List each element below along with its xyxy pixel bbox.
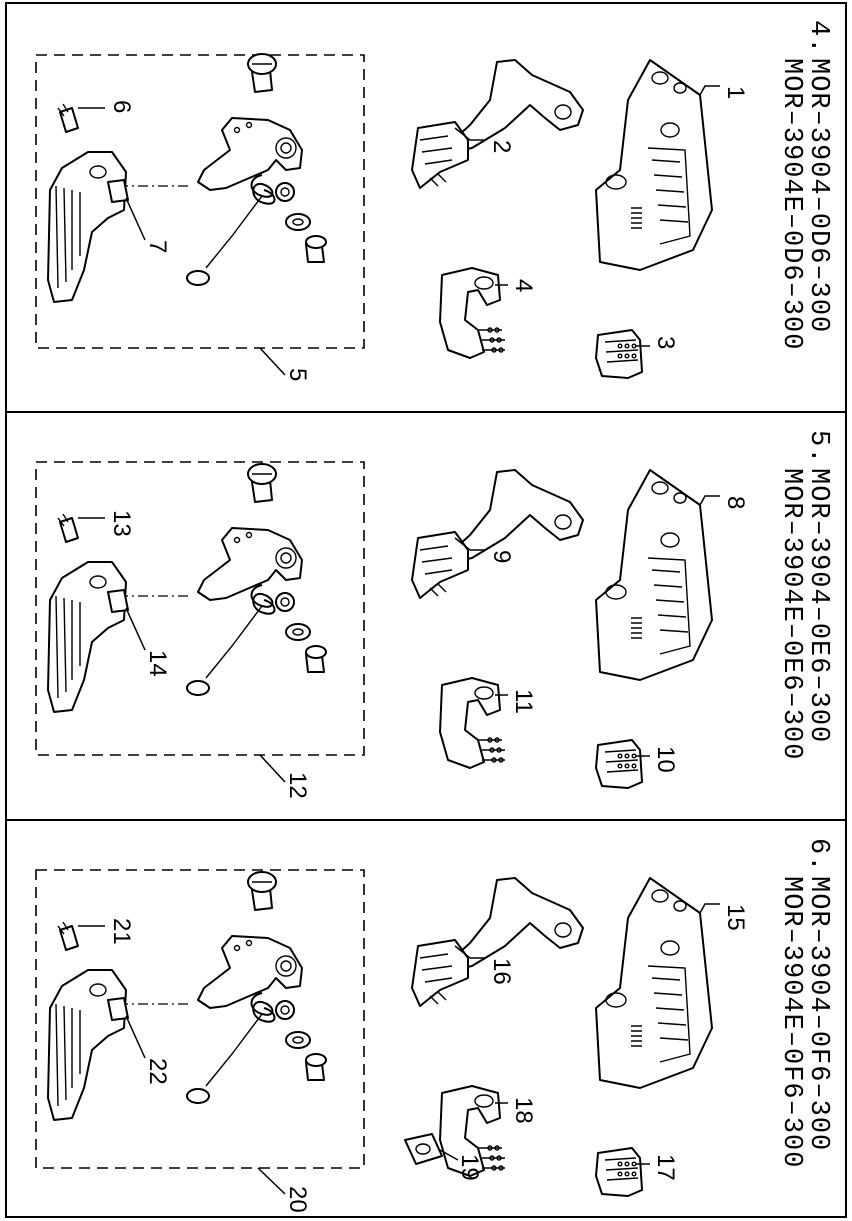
feed-dog-bracket-drawing [439,267,506,359]
callout-number: 11 [510,689,537,714]
model-line-1: MOR–3904–0F6–300 [803,876,833,1151]
presser-foot-assembly-drawing [47,871,327,1121]
presser-foot-assembly-drawing [47,463,327,713]
callout-number: 20 [284,1186,311,1213]
callout-number: 3 [652,336,679,349]
panel-model-5: 5. MOR–3904–0E6–300 MOR–3904E–0E6–300 8 … [35,430,833,799]
callout-number: 2 [488,140,515,153]
feed-dog-bracket-drawing [439,677,506,769]
model-line-1: MOR–3904–0E6–300 [803,468,833,743]
presser-arm-drawing [411,877,584,1007]
assembly-dashed-box [35,869,365,1169]
callout-number: 9 [488,550,515,563]
callout-number: 12 [284,772,311,799]
callout-number: 15 [722,904,749,931]
panel-model-6: 6. MOR–3904–0F6–300 MOR–3904E–0F6–300 15… [35,838,833,1213]
callout-number: 8 [722,496,749,509]
panel-model-4: 4. MOR–3904–0D6–300 MOR–3904E–0D6–300 1 … [35,20,833,381]
presser-arm-drawing [411,469,584,599]
model-line-2: MOR–3904E–0F6–300 [776,876,806,1168]
sheet-frame [5,2,847,1218]
callout-number: 13 [108,510,135,537]
callout-number: 6 [108,100,135,113]
assembly-dashed-box [35,461,365,756]
callout-number: 14 [144,650,171,677]
callout-number: 18 [510,1097,537,1124]
feed-dog-drawing [595,739,643,789]
model-line-1: MOR–3904–0D6–300 [803,58,833,333]
throat-plate-drawing [595,469,713,681]
panel-index-label: 5. [803,430,833,464]
square-plate-drawing [404,1133,443,1165]
panel-index-label: 6. [803,838,833,872]
callout-number: 17 [652,1154,679,1181]
callout-number: 7 [144,240,171,253]
callout-number: 10 [652,746,679,773]
feed-dog-drawing [595,329,643,379]
callout-number: 1 [722,86,749,99]
throat-plate-drawing [595,59,713,271]
model-line-2: MOR–3904E–0D6–300 [776,58,806,350]
callout-number: 21 [108,918,135,945]
callout-number: 4 [510,279,537,292]
callout-number: 19 [456,1154,483,1181]
callout-number: 22 [144,1058,171,1085]
callout-number: 16 [488,958,515,985]
callout-number: 5 [284,368,311,381]
presser-arm-drawing [411,59,584,189]
throat-plate-drawing [595,877,713,1089]
feed-dog-drawing [595,1147,643,1197]
model-line-2: MOR–3904E–0E6–300 [776,468,806,760]
panel-index-label: 4. [803,20,833,54]
presser-foot-assembly-drawing [47,53,327,303]
assembly-dashed-box [35,54,365,349]
